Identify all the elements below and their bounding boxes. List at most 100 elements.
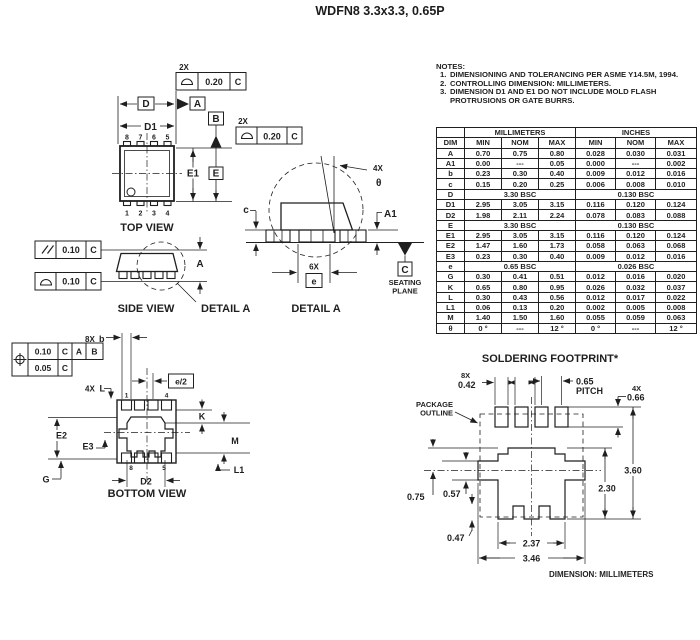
- value-cell: 0.05: [538, 157, 576, 170]
- value-cell: 0.30: [464, 291, 502, 304]
- value-cell: ---: [615, 322, 656, 334]
- dim-cell: L1: [436, 302, 465, 314]
- detail-reference-label: DETAIL A: [201, 303, 250, 315]
- value-cell: 1.73: [538, 240, 576, 252]
- datum-a-label: A: [194, 99, 201, 110]
- dim-cell: c: [436, 178, 465, 190]
- value-cell: 0.23: [464, 250, 502, 262]
- position-icon: [13, 353, 27, 366]
- col-header: MIN: [464, 137, 502, 149]
- top-view: D A D1 B E1 E 2X 0.20 C 2X: [112, 63, 303, 234]
- detail-circle: [268, 162, 364, 258]
- bsc-cell: 0.026 BSC: [575, 260, 697, 273]
- col-header: NOM: [615, 137, 656, 149]
- value-cell: 0.30: [501, 250, 539, 262]
- notes-heading: NOTES:: [436, 62, 466, 71]
- value-cell: 0.022: [655, 291, 697, 304]
- value-cell: 0.43: [501, 291, 539, 304]
- svg-text:5: 5: [162, 465, 166, 472]
- dim-cell: K: [436, 281, 465, 293]
- fcf-datum: C: [62, 363, 68, 373]
- dim-e2-label: E2: [56, 431, 67, 441]
- soldering-footprint: SOLDERING FOOTPRINT*: [407, 353, 654, 579]
- dim-cell: M: [436, 312, 465, 324]
- note-number: 2.: [440, 78, 447, 88]
- label-mask: [51, 430, 72, 441]
- value-cell: 0.009: [575, 168, 616, 180]
- dim-cell: E2: [436, 240, 465, 252]
- dim-cell: E: [436, 219, 465, 231]
- note-item: 2. CONTROLLING DIMENSION: MILLIMETERS.: [436, 78, 696, 88]
- value-cell: 0.002: [575, 302, 616, 314]
- value-cell: 2.24: [538, 209, 576, 221]
- qty-pad-label: 8X: [461, 371, 470, 380]
- pin-numbers: 8 7 6 5 1 2 3 4: [125, 135, 170, 218]
- detail-a: 4X θ c A1 C SEATING PLANE 6X e DETAIL A: [243, 155, 424, 315]
- value-cell: 0.51: [538, 271, 576, 283]
- seating-plane-label: SEATING: [389, 278, 422, 287]
- qty-l-label: 4X: [85, 385, 95, 394]
- col-header: MAX: [655, 137, 697, 149]
- value-cell: 0.116: [575, 199, 616, 211]
- qty-label: 2X: [238, 117, 248, 126]
- view-caption: SIDE VIEW: [118, 303, 175, 315]
- value-cell: 0.95: [538, 281, 576, 293]
- datum-triangle-icon: [210, 135, 222, 148]
- value-cell: 0.116: [575, 229, 616, 242]
- fcf-tolerance: 0.05: [35, 363, 52, 373]
- fcf-datum: A: [76, 347, 82, 357]
- value-cell: 0.25: [538, 178, 576, 190]
- datum-e-box: [208, 166, 224, 180]
- value-cell: 0.059: [615, 312, 656, 324]
- value-cell: 1.60: [538, 312, 576, 324]
- svg-text:8: 8: [125, 135, 129, 142]
- dim-g-label: G: [42, 475, 49, 485]
- fcf-tolerance: 0.20: [263, 132, 281, 142]
- value-cell: 0.063: [615, 240, 656, 252]
- note-item: 3. DIMENSION D1 AND E1 DO NOT INCLUDE MO…: [436, 87, 696, 105]
- value-cell: 0.002: [655, 157, 697, 170]
- bsc-cell: 0.130 BSC: [575, 219, 697, 231]
- datum-a-box: [189, 96, 206, 111]
- dim-a1-label: A1: [384, 209, 397, 220]
- dim-e-half-box: [168, 373, 194, 389]
- value-cell: 0.028: [575, 147, 616, 159]
- value-cell: 1.60: [501, 240, 539, 252]
- dim-l1-label: L1: [234, 465, 245, 475]
- dim-cell: L: [436, 291, 465, 304]
- dim-cell: A: [436, 147, 465, 159]
- package-outline-label: PACKAGE: [416, 400, 453, 409]
- value-cell: 12 °: [655, 322, 697, 334]
- datum-b-label: B: [212, 114, 219, 125]
- profile-of-surface-icon: [240, 132, 254, 139]
- linework: [245, 155, 424, 283]
- dim-k-label: K: [199, 412, 206, 422]
- datum-e-label: E: [213, 169, 220, 180]
- dim-cell: D2: [436, 209, 465, 221]
- datum-b-box: [208, 111, 224, 126]
- view-caption: TOP VIEW: [120, 222, 174, 234]
- thermal-height-value: 2.30: [598, 484, 616, 494]
- detail-circle: [136, 241, 186, 291]
- fcf-tolerance: 0.10: [62, 277, 80, 287]
- footprint-title: SOLDERING FOOTPRINT*: [482, 353, 619, 365]
- value-cell: 0.70: [464, 147, 502, 159]
- dimension-units-note: DIMENSION: MILLIMETERS: [549, 570, 654, 579]
- note-number: 3.: [440, 87, 447, 97]
- value-cell: 1.47: [464, 240, 502, 252]
- linework: [112, 91, 232, 213]
- dim-cell: b: [436, 168, 465, 180]
- dim-e-label: e: [311, 277, 316, 287]
- fcf-position: 0.10 C A B 0.05 C: [11, 342, 104, 377]
- total-width-value: 3.46: [523, 554, 541, 564]
- value-cell: 0.20: [538, 302, 576, 314]
- value-cell: 0.016: [655, 250, 697, 262]
